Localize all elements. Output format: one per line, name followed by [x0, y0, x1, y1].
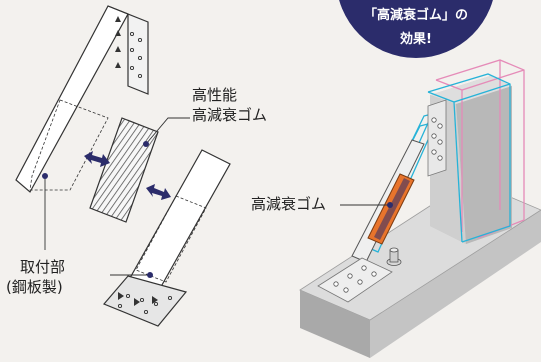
- double-arrow-icon: [84, 151, 171, 200]
- upper-plate-flange: [107, 5, 149, 95]
- bolt-hole-icon: [117, 293, 173, 315]
- column-top: [430, 76, 512, 104]
- lower-plate-dashed-overlap: [135, 195, 207, 283]
- upper-steel-plate: [15, 5, 149, 193]
- beam-base-plate: [317, 247, 402, 303]
- column-mount-plate: [427, 99, 447, 177]
- lower-steel-plate: [103, 149, 231, 327]
- leader-lines: [44, 117, 190, 276]
- assembled-leader-dot: [387, 202, 393, 208]
- lower-plate-base: [103, 275, 188, 327]
- hatched-rubber: [89, 117, 159, 223]
- rubber-label-line-1: 高性能: [192, 86, 238, 104]
- callout-badge: [339, 0, 493, 58]
- base-plate: [317, 257, 393, 303]
- rubber-block-exploded: [89, 117, 159, 223]
- badge-line-2: 効果!: [400, 32, 432, 47]
- rubber-core: [374, 178, 410, 240]
- column-flange: [427, 99, 447, 177]
- badge-line-1: 「高減衰ゴム」の: [363, 8, 468, 23]
- rivet-icon: [118, 292, 158, 306]
- installed-damper: [351, 139, 425, 263]
- mount-label-line-1: 取付部: [20, 258, 66, 276]
- rubber-label-line-2: 高減衰ゴム: [192, 106, 268, 124]
- anchor-bolt-icon: [386, 247, 402, 266]
- lower-plate-web: [129, 149, 231, 293]
- column-face: [456, 86, 512, 244]
- bolt-icon: [333, 265, 377, 293]
- mount-label-line-2: (鋼板製): [6, 278, 63, 296]
- bolt-hole-icon: [129, 31, 143, 79]
- leader-dots: [42, 141, 153, 278]
- bolt-icon: [431, 117, 443, 161]
- assembled-rubber-label: 高減衰ゴム: [251, 195, 327, 213]
- rivet-icon: [115, 16, 121, 68]
- beam-side: [300, 290, 370, 358]
- upper-plate-dashed-overlap: [29, 99, 109, 191]
